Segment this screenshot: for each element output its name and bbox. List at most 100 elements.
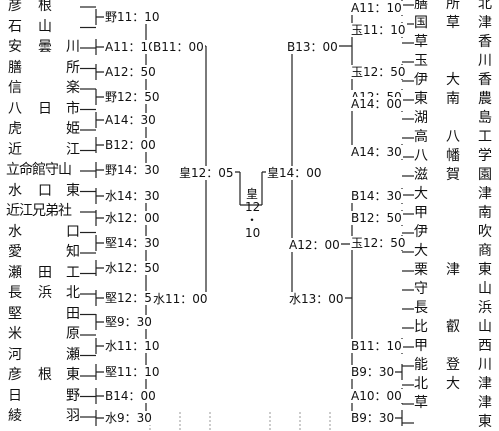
match-time: A11：10 [350,1,403,15]
school-name: 彦 [8,0,22,14]
school-name: 川 [66,39,80,55]
school-name: 信 [8,80,22,96]
school-name: 根 [38,367,52,383]
school-name: 甲 [414,338,428,354]
school-name: 北 [414,376,428,392]
match-time: 堅12：50 [104,291,161,305]
school-name: 津 [478,15,492,31]
school-name: 国 [414,15,428,31]
school-name: 口 [66,223,80,240]
match-time: B12：00 [104,138,157,152]
school-name: 栗 [414,262,428,278]
school-name: 津 [478,186,492,202]
final-label: 皇 [245,187,258,201]
match-time: B13：00 [286,40,339,54]
match-time: A12：50 [104,65,157,79]
match-time: A10：00 [350,389,403,403]
match-time: 玉12：50 [350,236,407,250]
school-name: 賀 [446,167,460,183]
match-time: A12：00 [288,238,341,252]
school-name: 島 [478,110,492,126]
school-name: 津 [446,262,460,278]
school-name: 瀬 [66,346,80,363]
school-name: 楽 [66,80,80,96]
school-name: 山 [38,18,52,35]
school-name: 草 [414,34,428,50]
match-time: 堅11：10 [104,365,161,379]
school-name: 川 [478,53,492,69]
school-name: 野 [66,387,80,404]
school-name: 浜 [38,285,52,301]
school-name: 工 [66,264,80,281]
school-name: 膳 [8,59,22,76]
school-name: 長 [414,300,428,316]
school-name: 大 [414,186,428,202]
match-time: 皇14：00 [266,166,323,180]
school-name: 商 [478,243,492,259]
school-name: 膳 [414,0,428,12]
school-name: 大 [446,72,460,88]
school-name: 田 [66,305,80,322]
school-name: 八 [414,148,428,164]
school-name: 草 [414,395,428,411]
school-name: 水 [8,223,22,240]
school-name: 草 [446,15,460,31]
school-name: 所 [66,59,80,76]
school-name: 農 [478,91,492,107]
school-name: 能 [414,357,428,373]
school-name: 愛 [8,244,22,260]
school-name: 八 [8,100,22,117]
school-name: 近 [8,141,22,158]
school-name: 山 [478,281,492,297]
match-time: 水13：00 [288,292,345,306]
match-time: B14：00 [104,389,157,403]
school-name: 長 [8,285,22,301]
school-name: 曇 [38,39,52,55]
school-name: 石 [8,18,22,35]
school-name: 滋 [414,167,428,183]
match-time: 堅9：30 [104,315,153,329]
school-name: 根 [38,0,52,14]
match-time: B11：00 [152,40,205,54]
school-name: 湖 [414,110,428,126]
match-time: A14：00 [350,97,403,111]
final-label: 10 [245,226,261,240]
match-time: 水12：50 [104,261,161,275]
match-time: 水12：00 [104,211,161,225]
match-time: 野12：50 [104,90,161,104]
match-time: 水9：30 [104,411,153,425]
school-name: 虎 [8,121,22,137]
school-name: 南 [446,91,460,107]
match-time: B14：30 [350,189,403,203]
school-name: 東 [66,367,80,383]
school-name: 東 [414,91,428,107]
school-name: 大 [414,243,428,259]
final-label: 12 [245,200,261,214]
match-time: 野14：30 [104,163,161,177]
school-name: 米 [8,326,22,342]
school-name: 工 [478,129,492,145]
school-name: 西 [478,338,492,354]
school-name: 幡 [446,148,460,164]
school-name: 市 [66,100,80,117]
school-name: 北 [478,0,492,12]
school-name: 田 [38,264,52,281]
school-name: 津 [478,395,492,411]
school-name: 日 [8,387,22,404]
school-name: 山 [478,319,492,335]
match-time: B9：30 [350,365,396,379]
school-name: 南 [478,205,492,221]
school-name: 彦 [8,367,22,383]
match-time: 水11：10 [104,339,161,353]
school-name: 大 [446,376,460,392]
school-name: 香 [478,72,492,88]
school-name: 甲 [414,205,428,221]
school-name: 日 [38,100,52,117]
match-time: 玉12：50 [350,65,407,79]
school-name: 吹 [478,224,492,240]
school-name: 河 [8,346,22,363]
match-time: 野11：10 [104,10,161,24]
school-name: 東 [478,414,492,430]
school-name: 浜 [478,300,492,316]
